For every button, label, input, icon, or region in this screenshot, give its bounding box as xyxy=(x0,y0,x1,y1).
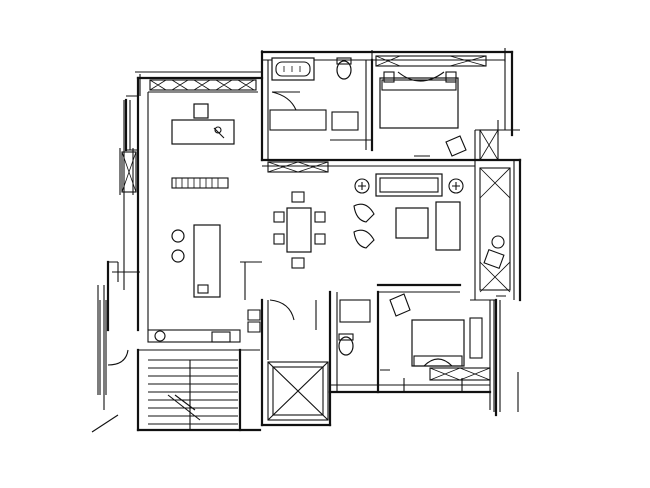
windows xyxy=(99,55,511,412)
bedroom-bottom xyxy=(389,293,483,367)
elevator-shaft xyxy=(267,361,329,421)
bathroom-top xyxy=(269,57,359,131)
balcony-right xyxy=(483,235,505,270)
column-markers xyxy=(108,48,506,392)
kitchen-counter xyxy=(171,177,229,189)
living-sofa-group xyxy=(353,173,464,251)
bedroom-top xyxy=(379,71,467,161)
kitchen-island xyxy=(171,224,221,298)
exterior-walls xyxy=(97,50,522,432)
dining-table xyxy=(273,191,326,269)
stairs xyxy=(91,349,238,433)
sofa-left xyxy=(171,103,235,145)
bathroom-bottom xyxy=(247,299,371,356)
sink-counter xyxy=(147,329,241,343)
interior-walls xyxy=(240,50,522,427)
